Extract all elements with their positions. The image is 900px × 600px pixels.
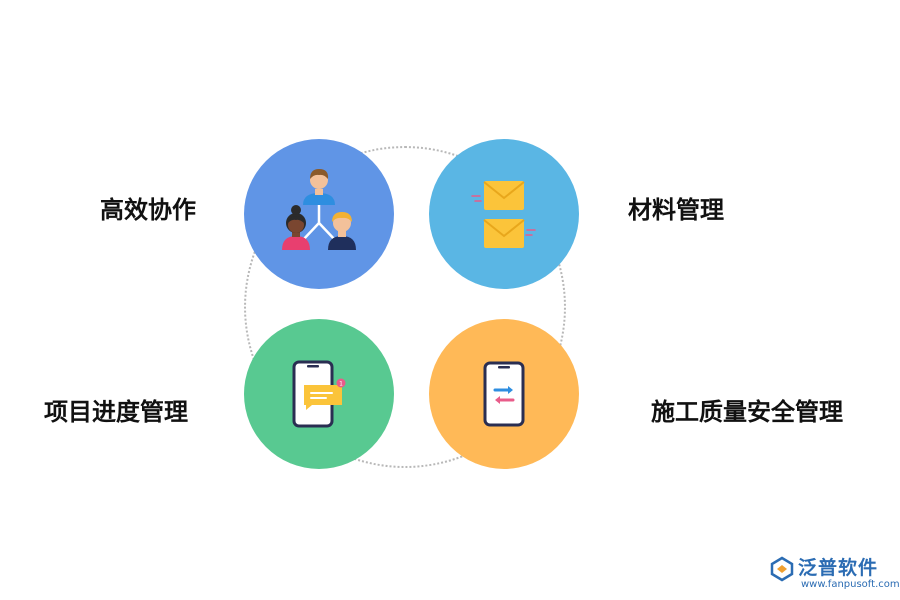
label-materials: 材料管理 <box>628 196 724 224</box>
svg-text:1: 1 <box>339 381 343 388</box>
label-schedule: 项目进度管理 <box>44 398 188 426</box>
brand-url: www.fanpusoft.com <box>801 579 900 590</box>
dotted-ring <box>244 146 566 468</box>
safety-circle <box>429 319 579 469</box>
brand-name: 泛普软件 <box>798 557 879 579</box>
materials-circle <box>429 139 579 289</box>
label-quality-safety: 施工质量安全管理 <box>651 398 843 426</box>
envelopes-icon <box>429 139 579 289</box>
phone-message-icon: 1 <box>244 319 394 469</box>
label-collaboration: 高效协作 <box>100 196 196 224</box>
team-collaboration-icon <box>244 139 394 289</box>
phone-transfer-icon <box>429 319 579 469</box>
collaboration-circle <box>244 139 394 289</box>
schedule-circle: 1 <box>244 319 394 469</box>
brand-mark-icon <box>770 556 794 582</box>
brand-logo: 泛普软件 www.fanpusoft.com <box>768 553 900 595</box>
